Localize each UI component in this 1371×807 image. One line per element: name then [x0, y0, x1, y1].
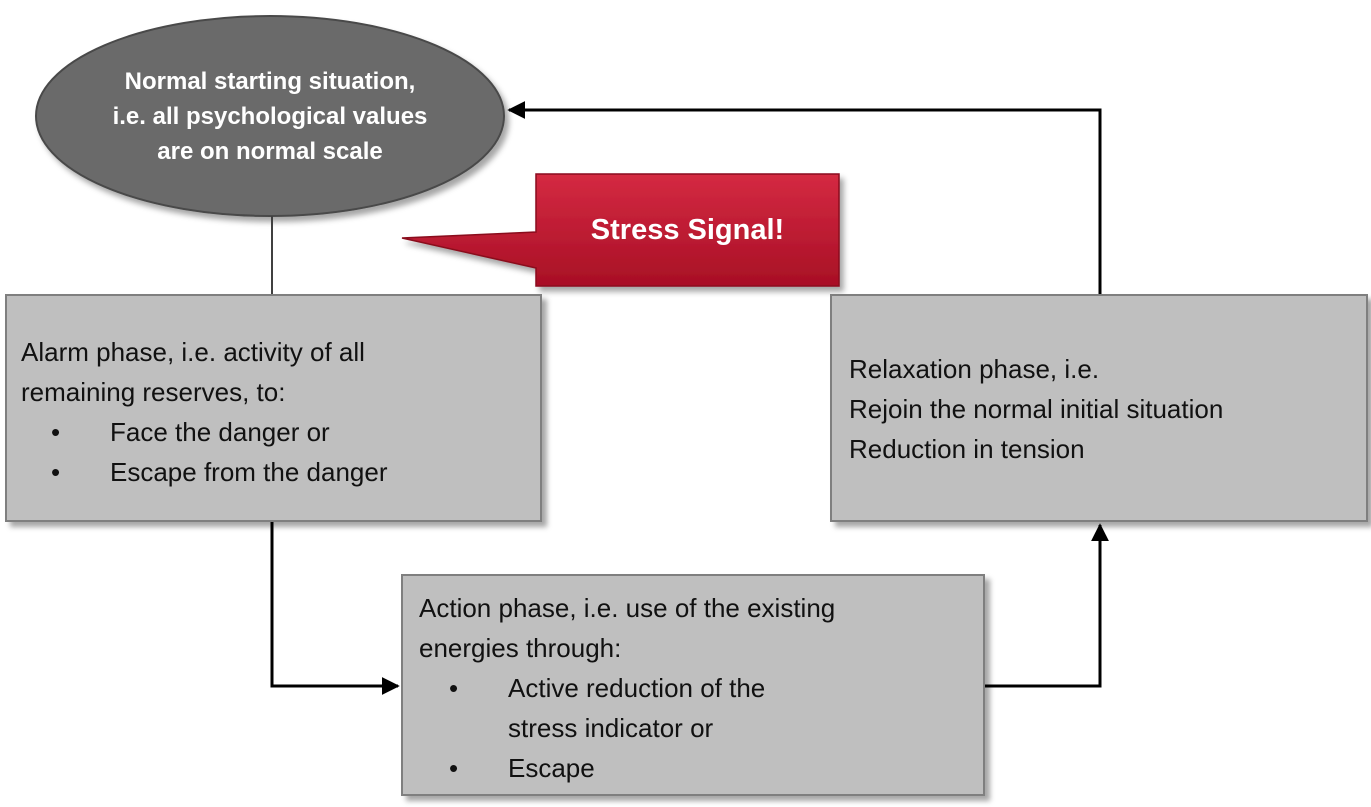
connector-alarm-to-action: [270, 522, 400, 695]
action-bullet-text: stress indicator or: [508, 713, 714, 743]
alarm-bullet-text: Escape from the danger: [110, 457, 388, 487]
stress-callout-label: Stress Signal!: [590, 213, 785, 246]
stress-callout-shape: [401, 173, 840, 287]
action-bullet-item: stress indicator or: [419, 708, 983, 748]
action-bullet-text: Escape: [508, 753, 595, 783]
relax-line: Reduction in tension: [849, 434, 1085, 464]
alarm-line: remaining reserves, to:: [21, 377, 286, 407]
bullet-icon: •: [51, 457, 61, 487]
bullet-icon: •: [449, 673, 459, 703]
action-phase-box: Action phase, i.e. use of the existing e…: [401, 574, 985, 796]
relax-line: Relaxation phase, i.e.: [849, 354, 1100, 384]
alarm-bullet-list: • Face the danger or • Escape from the d…: [21, 412, 540, 492]
bullet-icon: •: [449, 753, 459, 783]
stress-callout: Stress Signal!: [536, 174, 839, 286]
relaxation-phase-box: Relaxation phase, i.e. Rejoin the normal…: [830, 294, 1368, 522]
start-node-label: Normal starting situation, i.e. all psyc…: [112, 67, 428, 165]
alarm-bullet-item: • Escape from the danger: [21, 452, 540, 492]
start-node: Normal starting situation, i.e. all psyc…: [70, 46, 470, 186]
alarm-line: Alarm phase, i.e. activity of all: [21, 337, 365, 367]
alarm-bullet-item: • Face the danger or: [21, 412, 540, 452]
alarm-phase-box: Alarm phase, i.e. activity of all remain…: [5, 294, 542, 522]
connector-action-to-relax: [985, 523, 1109, 688]
start-ellipse: [35, 15, 505, 217]
action-bullet-list: • Active reduction of the stress indicat…: [419, 668, 983, 788]
action-bullet-item: • Active reduction of the: [419, 668, 983, 708]
action-line: Action phase, i.e. use of the existing: [419, 593, 836, 623]
action-bullet-text: Active reduction of the: [508, 673, 766, 703]
connector-relax-to-start: [507, 101, 1102, 294]
alarm-bullet-text: Face the danger or: [110, 417, 330, 447]
bullet-icon: •: [51, 417, 61, 447]
action-line: energies through:: [419, 633, 622, 663]
action-bullet-item: • Escape: [419, 748, 983, 788]
relax-line: Rejoin the normal initial situation: [849, 394, 1224, 424]
